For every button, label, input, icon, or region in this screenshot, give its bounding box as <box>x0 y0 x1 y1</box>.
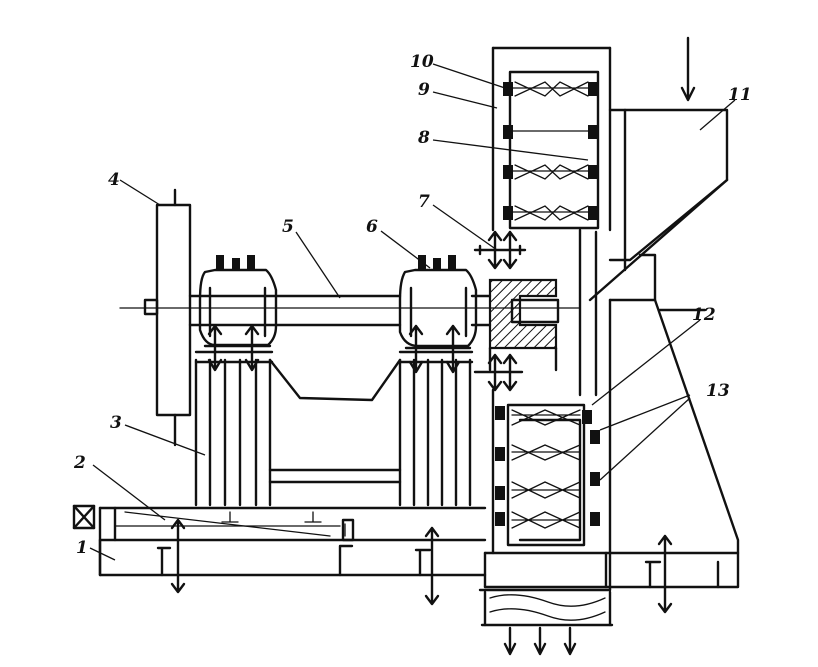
feed-arrow-icon <box>680 36 696 102</box>
flywheel <box>143 188 192 447</box>
callout-4: 4 <box>108 170 120 190</box>
flange-arrows <box>473 230 527 392</box>
discharge-chute <box>480 590 614 656</box>
valve-icon <box>72 504 96 530</box>
callout-10: 10 <box>410 52 434 72</box>
feed-hopper <box>588 108 729 302</box>
anchor-bolts <box>170 518 673 614</box>
left-oil-arrows <box>203 324 272 372</box>
callout-9: 9 <box>418 80 430 100</box>
callout-13: 13 <box>706 381 730 401</box>
callout-leaders <box>89 63 736 561</box>
lower-hammers <box>495 403 600 547</box>
callouts: 1 2 3 4 5 6 7 8 9 10 11 12 13 <box>73 52 752 558</box>
rotor-hub <box>488 278 560 372</box>
callout-11: 11 <box>728 85 752 105</box>
support-skirt <box>608 253 740 555</box>
upper-hammers <box>503 81 598 221</box>
base-rail-detail <box>114 511 341 537</box>
callout-7: 7 <box>418 192 430 212</box>
callout-1: 1 <box>76 538 88 558</box>
pedestal-brace <box>268 358 402 484</box>
base-frame <box>98 506 740 589</box>
left-pedestal <box>194 350 274 507</box>
callout-6: 6 <box>366 217 378 237</box>
callout-12: 12 <box>692 305 716 325</box>
callout-2: 2 <box>73 453 86 473</box>
callout-8: 8 <box>417 128 430 148</box>
right-oil-arrows <box>404 324 472 374</box>
right-pedestal <box>398 350 474 507</box>
callout-3: 3 <box>110 413 122 433</box>
callout-5: 5 <box>282 217 294 237</box>
